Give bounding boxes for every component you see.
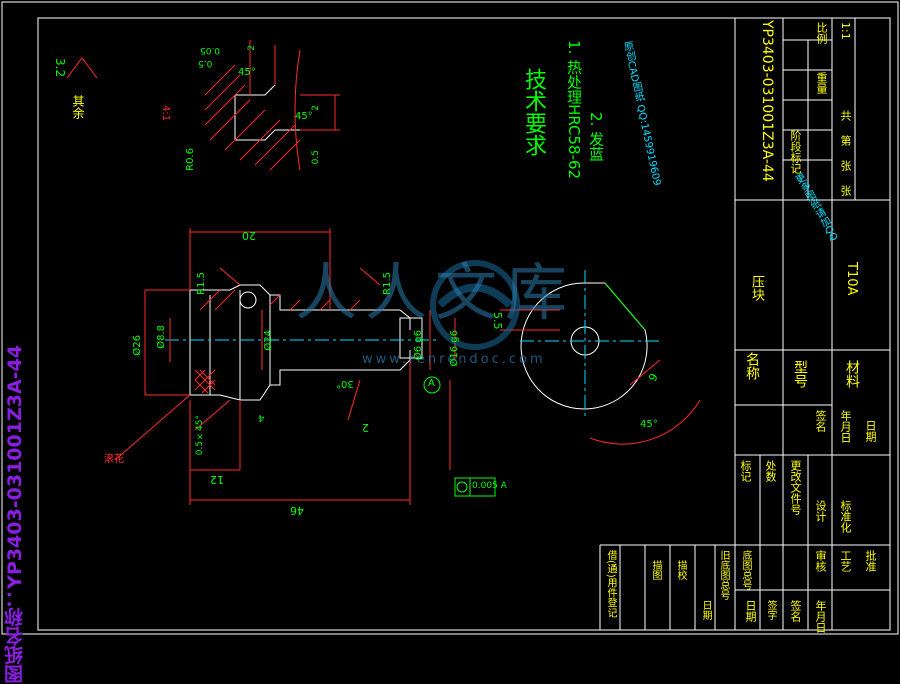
tb-review: 审核 <box>814 550 827 572</box>
tb-design: 设计 <box>814 500 827 522</box>
dim-4: 4 <box>258 412 265 423</box>
angle-45a: 45° <box>238 67 256 78</box>
side-view <box>500 270 701 445</box>
tol-02: 0.5 <box>311 150 321 165</box>
detail-view <box>204 40 340 171</box>
left-cell-7: 描校 <box>675 560 686 580</box>
stage-col-label: 阶段标记 <box>789 130 802 174</box>
knurl-label: 滚花 <box>104 454 124 465</box>
outer-frame <box>1 1 899 635</box>
left-cell-4: 签字 <box>765 600 776 620</box>
weight-col-label: 重量 <box>815 72 828 94</box>
dim-26: Ø26 <box>132 335 143 356</box>
surface-finish-value: 3.2 <box>53 58 67 78</box>
cad-drawing <box>1 1 899 635</box>
tb-row-2: 处数 <box>764 460 777 482</box>
dimension-lines <box>114 228 456 505</box>
sheet-total-unit: 张 <box>839 160 852 171</box>
tb-bottom-3: 日期 <box>744 600 757 622</box>
r-1-5a: R1.5 <box>196 272 207 295</box>
tol-06: 0.005 A <box>472 481 507 491</box>
dim-24: Ø24 <box>263 330 274 351</box>
dim-6: Ø6 g6 <box>413 330 424 361</box>
side-title: 图纸名称：YP3403-031001Z3A-44 <box>4 345 26 684</box>
left-cell-6: 描图 <box>650 560 661 580</box>
tb-row-4: 签名 <box>814 410 827 432</box>
tol-05: 2 <box>247 45 257 51</box>
scale-col-label: 比例 <box>815 22 828 44</box>
watermark-url: www.renrendoc.com <box>362 352 546 367</box>
datum-a: A <box>428 378 435 389</box>
tb-row-5: 年月日 <box>839 410 852 443</box>
dim-20: 20 <box>242 229 256 242</box>
tol-01: 0.05 <box>200 45 221 55</box>
inner-frame <box>37 17 891 631</box>
tech-req-title: 技术要求 <box>521 68 546 156</box>
part-name-value: 压块 <box>749 275 764 301</box>
part-name-label: 名称 <box>744 352 760 380</box>
tol-04: 0.5 <box>198 58 213 68</box>
tolerance-frame <box>423 376 496 497</box>
tol-03: 2 <box>311 105 321 111</box>
left-cell-5: 日期 <box>700 600 711 620</box>
sheet-no-unit: 张 <box>839 185 852 196</box>
tb-bottom-1: 签名 <box>789 600 802 622</box>
tb-process: 工艺 <box>839 550 852 572</box>
dim-2: 2 <box>362 421 369 434</box>
scale-value: 1:1 <box>839 22 852 40</box>
scale-detail: 4:1 <box>160 105 171 122</box>
tb-row-1: 标记 <box>739 460 752 482</box>
model-label: 型号 <box>792 360 808 388</box>
tb-date: 日期 <box>864 420 877 442</box>
tb-approve: 批准 <box>864 550 877 572</box>
left-cell-3: 底图总号 <box>740 550 751 590</box>
r-1-5b: R1.5 <box>382 272 393 295</box>
dim-12: 12 <box>210 473 224 486</box>
dim-46: 46 <box>290 504 304 517</box>
tb-row-3: 更改文件号 <box>789 460 802 515</box>
material-label: 材料 <box>844 360 860 388</box>
watermark-brand: 人人文库 <box>295 256 576 329</box>
sheet-no-label: 第 <box>839 135 852 146</box>
left-cell-1: 借(通)用件登记 <box>605 550 616 618</box>
angle-45c: 45° <box>640 419 658 430</box>
drawing-number: YP3403-031001Z3A-44 <box>759 20 775 182</box>
dim-8: Ø8.8 <box>156 325 167 349</box>
sheet-total-label: 共 <box>839 110 852 121</box>
surface-finish-note: 其余 <box>71 95 85 119</box>
angle-30: 30° <box>336 378 354 389</box>
tech-req-item-1: 1. 热处理HRC58-62 <box>565 40 583 180</box>
tb-bottom-2: 年月日 <box>814 600 827 633</box>
surface-finish-symbol <box>66 57 98 79</box>
main-view <box>165 284 440 401</box>
chamfer: 0.5×45° <box>195 415 205 456</box>
dim-16: Ø16 g6 <box>449 330 460 367</box>
dim-5-5: 5.5 <box>491 312 504 330</box>
tech-req-item-2: 2. 发蓝 <box>587 112 605 162</box>
material-value: T10A <box>844 262 859 296</box>
left-cell-2: 旧底图总号 <box>718 550 729 600</box>
title-block-lines <box>599 18 890 630</box>
r-0-6: R0.6 <box>185 148 196 171</box>
angle-45b: 45° <box>295 111 313 122</box>
watermark-logo <box>430 260 520 350</box>
tb-standard: 标准化 <box>839 500 852 533</box>
